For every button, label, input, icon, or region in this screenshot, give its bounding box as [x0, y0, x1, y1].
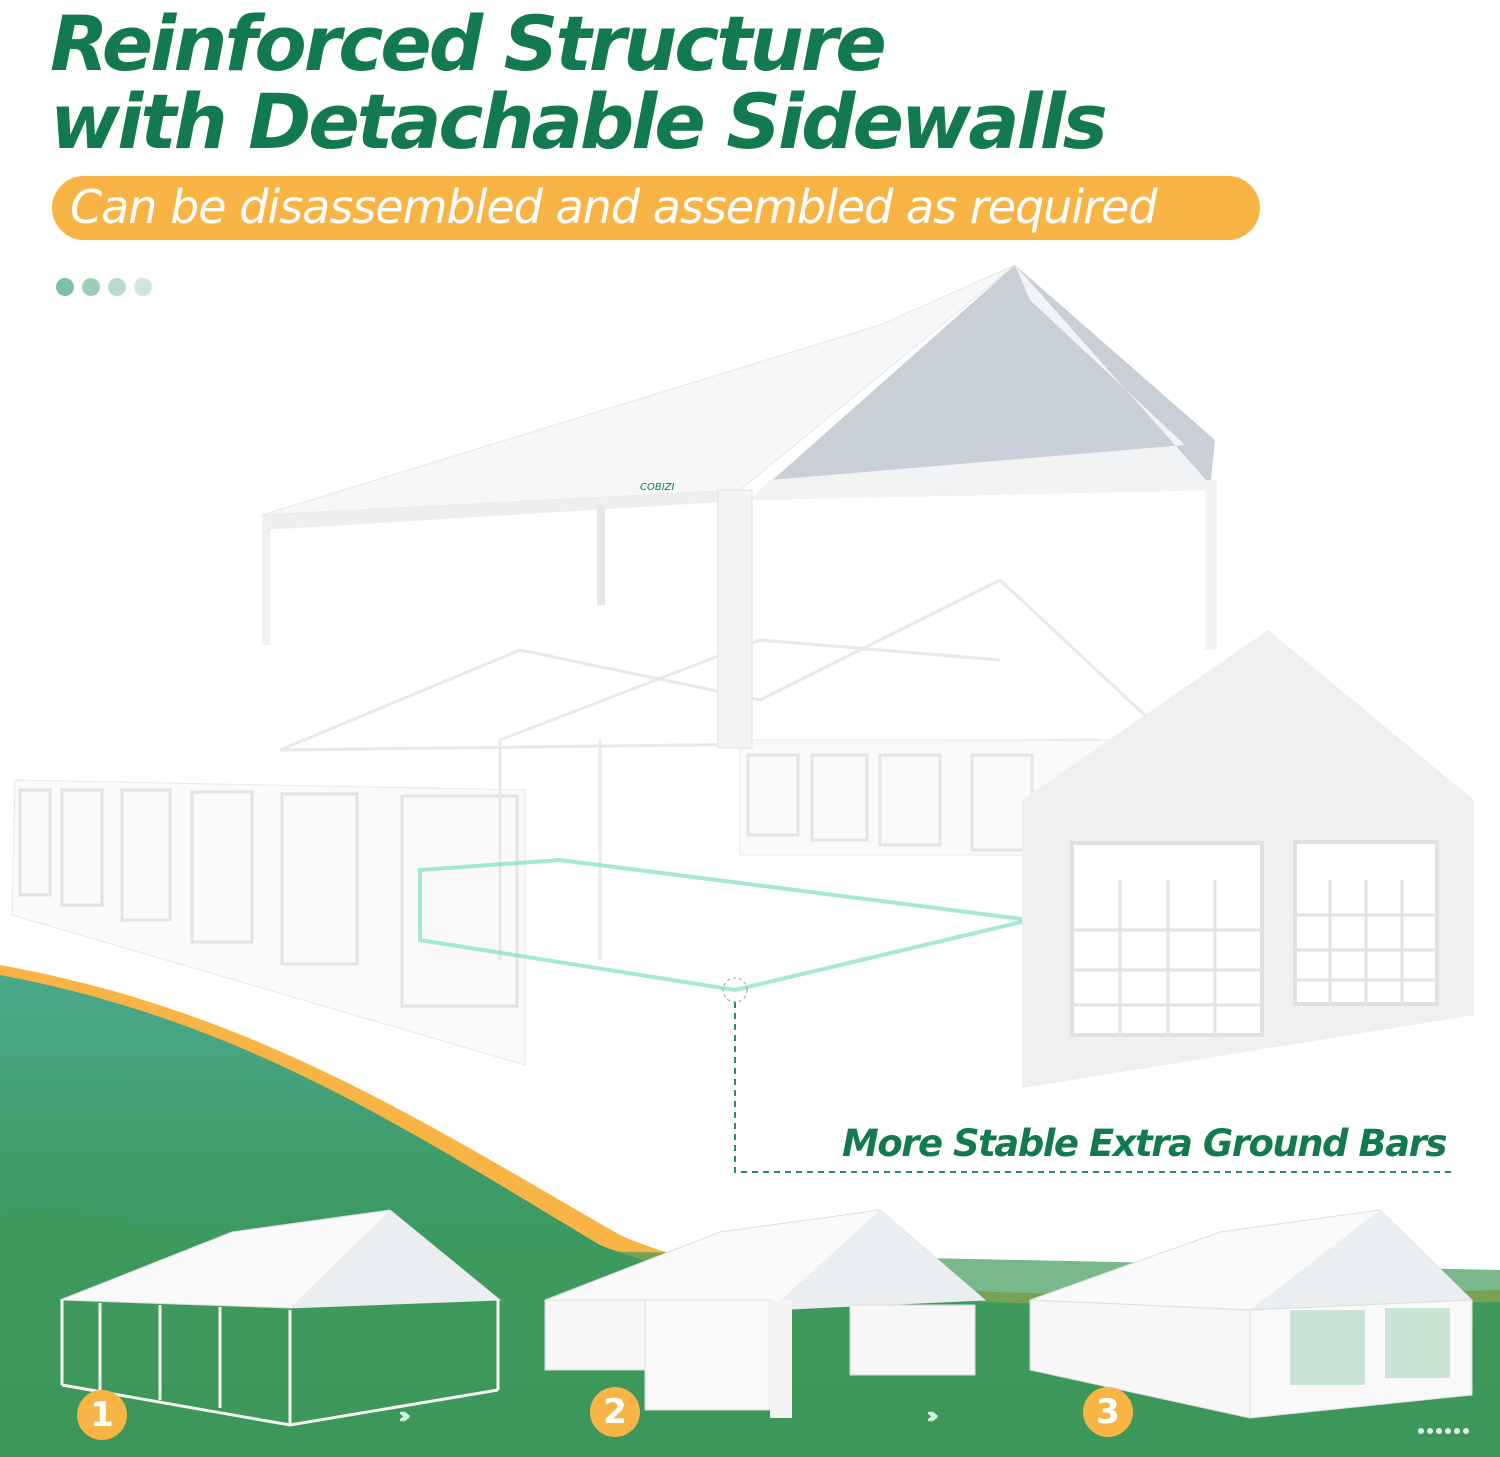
title-line-1: Reinforced Structure [50, 0, 887, 88]
step-badge-2: 2 [590, 1387, 640, 1437]
step-1-tent-frame [59, 1209, 502, 1427]
ground-bars-callout: More Stable Extra Ground Bars [842, 1122, 1447, 1165]
decorative-dots-small [1418, 1428, 1469, 1434]
dot-icon [82, 278, 100, 296]
subtitle-text: Can be disassembled and assembled as req… [70, 180, 1158, 234]
cobizi-logo: COBIZI [640, 482, 675, 493]
chevron-right-icon: ››››› [926, 1404, 940, 1429]
dot-icon [56, 278, 74, 296]
title-line-2: with Detachable Sidewalls [50, 77, 1108, 166]
callout-dashed-line [734, 1002, 1455, 1173]
step-badge-1: 1 [77, 1390, 127, 1440]
step-badge-3: 3 [1083, 1387, 1133, 1437]
dot-icon [134, 278, 152, 296]
tent-frame [279, 578, 1152, 960]
dot-icon [108, 278, 126, 296]
step-2-tent-partial-walls [544, 1209, 987, 1418]
main-tent-roof [261, 264, 1217, 749]
step-3-tent-complete [1029, 1209, 1474, 1419]
left-sidewall [11, 779, 526, 1066]
ground-bars [418, 857, 1031, 993]
end-wall [1022, 630, 1474, 1088]
decorative-dots [56, 278, 152, 296]
chevron-right-icon: ››››› [398, 1404, 412, 1429]
subtitle-banner: Can be disassembled and assembled as req… [52, 176, 1260, 240]
